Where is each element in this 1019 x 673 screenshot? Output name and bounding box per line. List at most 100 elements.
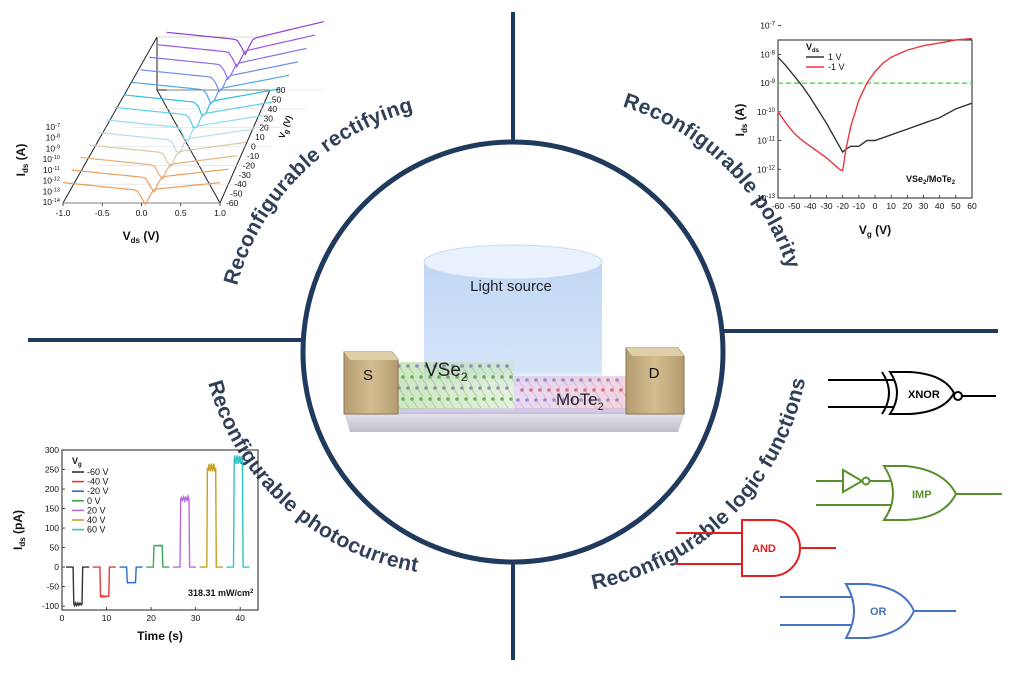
rect-xtick-label: -0.5 [95, 208, 110, 218]
photo-legend-label-2: -20 V [87, 486, 109, 496]
pol-legend-label-1: -1 V [828, 62, 845, 72]
lattice-bond [566, 389, 574, 399]
photo-legend-label-1: -40 V [87, 477, 109, 487]
rect-ztick-label: -10 [247, 151, 260, 161]
rect-zlabel: Vg (V) [276, 114, 295, 140]
rect-ztick-label: 10 [255, 132, 265, 142]
lattice-bond [553, 379, 561, 389]
lattice-bond [461, 365, 469, 376]
lattice-bond [438, 398, 446, 409]
rect-ztick-label: 20 [259, 123, 269, 133]
photo-ytick-label: 50 [50, 543, 60, 553]
rect-ztick-label: 50 [272, 94, 282, 104]
photo-ylabel: Ids (pA) [11, 510, 27, 550]
lattice-bond [611, 389, 619, 399]
photo-ytick-label: 0 [54, 562, 59, 572]
lattice-bond [497, 387, 505, 398]
rect-curve-vg-0 [114, 101, 273, 129]
lattice-bond [447, 398, 455, 409]
substrate [344, 412, 685, 432]
photo-xlabel: Time (s) [137, 629, 183, 643]
lattice-bond [398, 387, 406, 398]
pol-xtick-label: 60 [967, 201, 977, 211]
lattice-bond [492, 398, 500, 409]
lattice-bond [607, 399, 615, 409]
lattice-bond [548, 389, 556, 399]
device-illustration: Light source S D VSe2 MoTe2 [343, 244, 685, 432]
lattice-bond [479, 365, 487, 376]
mote2-label: MoTe2 [556, 390, 604, 413]
pol-xtick-label: 50 [951, 201, 961, 211]
pol-xtick-label: 0 [873, 201, 878, 211]
and-gate: AND [676, 519, 836, 577]
lattice-bond [483, 376, 491, 387]
lattice-bond [598, 399, 606, 409]
lattice-bond [562, 379, 570, 389]
pol-ytick-label: 10-11 [757, 136, 775, 146]
lattice-bond [616, 379, 624, 389]
lattice-bond [517, 399, 525, 409]
lattice-bond [425, 365, 433, 376]
rect-ytick-label: 10-12 [43, 176, 60, 186]
pol-annotation: VSe2/MoTe2 [906, 174, 956, 186]
pol-xtick-label: -40 [804, 201, 817, 211]
source-electrode: S [343, 351, 399, 415]
lattice-bond [571, 379, 579, 389]
pol-ytick-label: 10-12 [757, 164, 776, 174]
lattice-bond [434, 387, 442, 398]
pol-legend-label-0: 1 V [828, 52, 842, 62]
lattice-bond [452, 365, 460, 376]
rect-ztick-label: 30 [264, 113, 274, 123]
photo-ytick-label: -100 [42, 601, 59, 611]
lattice-bond [483, 398, 491, 409]
lattice-bond [517, 379, 525, 389]
lattice-bond [465, 398, 473, 409]
lattice-bond [398, 365, 406, 376]
light-beam-top [423, 244, 603, 280]
lattice-bond [407, 365, 415, 376]
lattice-bond [420, 376, 428, 387]
rect-ztick-label: 60 [276, 85, 286, 95]
lattice-bond [607, 379, 615, 389]
pol-xtick-label: 20 [903, 201, 913, 211]
lattice-bond [521, 389, 529, 399]
lattice-bond [474, 398, 482, 409]
rect-ztick-label: -60 [226, 198, 239, 208]
rect-ytick-label: 10-13 [43, 186, 60, 196]
rect-curve-vg-60 [166, 21, 324, 56]
pol-series-0 [777, 56, 973, 154]
photo-xtick-label: 40 [235, 613, 245, 623]
xnor-gate: XNOR [828, 371, 996, 415]
lattice-bond [443, 387, 451, 398]
photo-legend-label-3: 0 V [87, 496, 101, 506]
lattice-bond [434, 365, 442, 376]
drain-electrode: D [625, 347, 685, 415]
pol-legend-title: Vds [806, 42, 820, 54]
lattice-vse2 [384, 362, 518, 410]
or-label: OR [870, 606, 887, 618]
lattice-bond [571, 399, 579, 409]
lattice-bond [526, 379, 534, 389]
photo-xtick-label: 20 [146, 613, 156, 623]
lattice-bond [470, 365, 478, 376]
photo-legend-title: Vg [72, 456, 82, 468]
pol-xtick-label: -30 [820, 201, 833, 211]
lattice-bond [452, 387, 460, 398]
photo-plot-frame [61, 449, 259, 611]
pol-xtick-label: 10 [886, 201, 896, 211]
rect-ztick-label: 40 [268, 104, 278, 114]
rect-curve-vg-40 [149, 47, 307, 81]
pol-xtick-label: 30 [919, 201, 929, 211]
lattice-bond [562, 399, 570, 409]
rect-curve-vg-30 [140, 61, 298, 93]
lattice-bond [407, 387, 415, 398]
photo-annotation: 318.31 mW/cm2 [188, 588, 254, 598]
pol-ytick-label: 10-10 [757, 107, 776, 117]
light-beam [424, 262, 602, 390]
lattice-bond [443, 365, 451, 376]
lattice-bond [416, 387, 424, 398]
rect-ztick-label: -30 [239, 170, 252, 180]
